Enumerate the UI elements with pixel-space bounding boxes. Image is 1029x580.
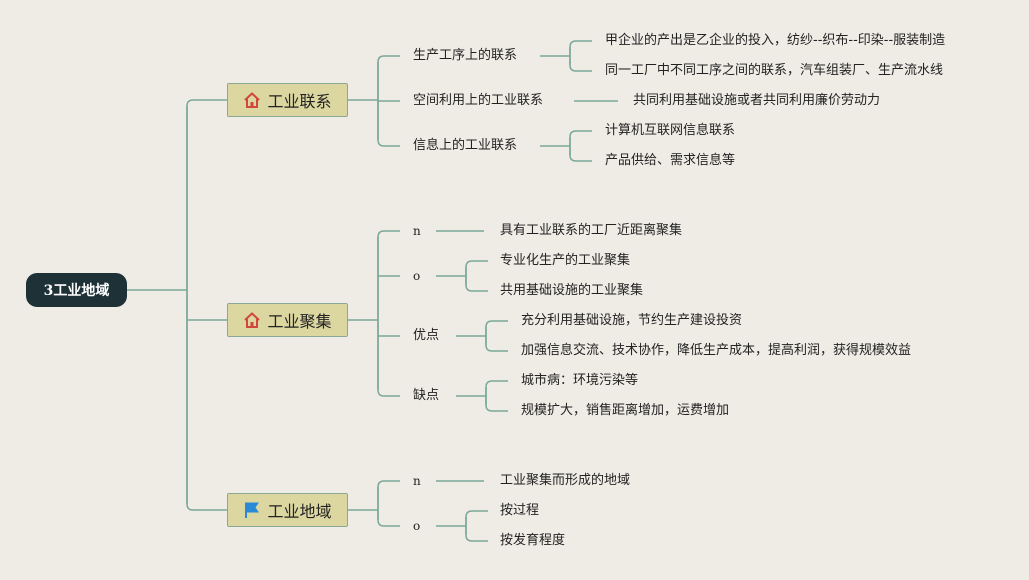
- connector-line: [186, 290, 227, 511]
- connector-line: [485, 380, 508, 396]
- leaf-text[interactable]: 规模扩大，销售距离增加，运费增加: [521, 403, 730, 418]
- branch-label: 工业联系: [267, 92, 332, 111]
- leaf-text[interactable]: 产品供给、需求信息等: [605, 153, 736, 168]
- connector-line: [465, 276, 488, 292]
- connector-line: [377, 230, 400, 320]
- topic-production-process-link[interactable]: 生产工序上的联系: [413, 48, 518, 63]
- topic-type-marker[interactable]: o: [413, 269, 421, 283]
- topic-disadvantages[interactable]: 缺点: [413, 388, 440, 403]
- topic-advantages[interactable]: 优点: [413, 328, 440, 343]
- leaf-text[interactable]: 充分利用基础设施，节约生产建设投资: [521, 313, 743, 328]
- root-label: 3工业地域: [43, 283, 110, 299]
- connector-line: [569, 130, 592, 146]
- leaf-text[interactable]: 城市病：环境污染等: [521, 373, 639, 388]
- connector-line: [569, 40, 592, 56]
- connector-line: [485, 320, 508, 336]
- topic-type-marker[interactable]: o: [413, 519, 421, 533]
- connector-line: [377, 100, 400, 147]
- root-node[interactable]: 3工业地域: [26, 273, 127, 307]
- branch-node-industrial-region[interactable]: 工业地域: [227, 493, 348, 527]
- connector-line: [465, 526, 488, 542]
- leaf-text[interactable]: 加强信息交流、技术协作，降低生产成本，提高利润，获得规模效益: [521, 343, 912, 358]
- leaf-text[interactable]: 共同利用基础设施或者共同利用廉价劳动力: [633, 93, 881, 108]
- connector-line: [377, 480, 400, 510]
- branch-label: 工业地域: [267, 502, 332, 521]
- branch-node-industrial-linkage[interactable]: 工业联系: [227, 83, 348, 117]
- leaf-text[interactable]: 计算机互联网信息联系: [605, 123, 736, 138]
- topic-definition-marker[interactable]: n: [413, 224, 421, 238]
- branch-label: 工业聚集: [267, 312, 332, 331]
- leaf-text[interactable]: 专业化生产的工业聚集: [500, 253, 631, 268]
- connector-line: [186, 99, 227, 290]
- leaf-text[interactable]: 按发育程度: [500, 533, 566, 548]
- leaf-text[interactable]: 同一工厂中不同工序之间的联系，汽车组装厂、生产流水线: [605, 63, 944, 78]
- connector-line: [377, 510, 400, 527]
- flag-icon: [245, 502, 260, 518]
- connector-line: [485, 336, 508, 352]
- branch-node-industrial-agglomeration[interactable]: 工业聚集: [227, 303, 348, 337]
- connector-line: [569, 146, 592, 162]
- leaf-text[interactable]: 按过程: [500, 503, 540, 518]
- leaf-text[interactable]: 工业聚集而形成的地域: [500, 473, 631, 488]
- connector-line: [377, 55, 400, 100]
- leaf-text[interactable]: 具有工业联系的工厂近距离聚集: [500, 223, 683, 238]
- leaf-text[interactable]: 甲企业的产出是乙企业的投入，纺纱--织布--印染--服装制造: [605, 33, 946, 48]
- topic-definition-marker[interactable]: n: [413, 474, 421, 488]
- connector-line: [465, 260, 488, 276]
- house-icon: [244, 92, 261, 108]
- topic-information-link[interactable]: 信息上的工业联系: [413, 138, 518, 153]
- connector-line: [485, 396, 508, 412]
- leaf-text[interactable]: 共用基础设施的工业聚集: [500, 283, 644, 298]
- house-icon: [244, 312, 261, 328]
- connector-line: [465, 510, 488, 526]
- connector-line: [569, 56, 592, 72]
- topic-spatial-link[interactable]: 空间利用上的工业联系: [413, 93, 544, 108]
- connector-line: [377, 320, 400, 397]
